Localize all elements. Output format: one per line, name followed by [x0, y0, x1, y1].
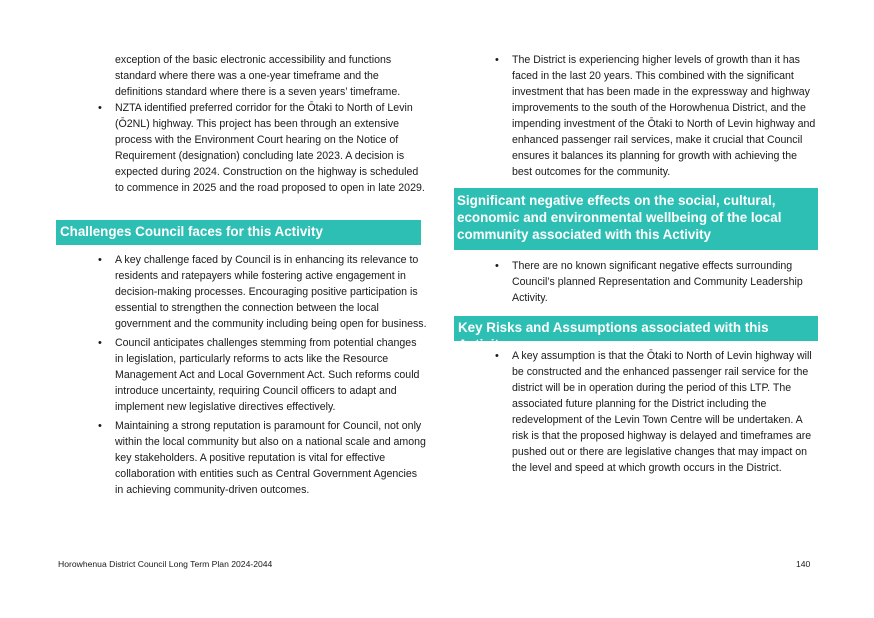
list-item-text: Maintaining a strong reputation is param…: [115, 420, 426, 496]
risks-list: • A key assumption is that the Ōtaki to …: [495, 348, 817, 476]
list-item: • A key challenge faced by Council is in…: [98, 252, 427, 332]
heading-text: Key Risks and Assumptions associated wit…: [458, 320, 769, 352]
bullet-icon: •: [495, 260, 499, 272]
bullet-icon: •: [98, 420, 102, 432]
list-item: • There are no known significant negativ…: [495, 258, 817, 306]
intro-continuation-text: exception of the basic electronic access…: [115, 54, 401, 98]
list-item: • Council anticipates challenges stemmin…: [98, 335, 427, 415]
list-item: • Maintaining a strong reputation is par…: [98, 418, 427, 498]
negative-effects-list: • There are no known significant negativ…: [495, 258, 817, 306]
growth-bullet-list: • The District is experiencing higher le…: [495, 52, 817, 180]
bullet-icon: •: [98, 254, 102, 266]
risks-heading: Key Risks and Assumptions associated wit…: [454, 316, 818, 352]
bullet-icon: •: [495, 350, 499, 362]
challenges-heading: Challenges Council faces for this Activi…: [56, 220, 421, 245]
list-item-text: NZTA identified preferred corridor for t…: [115, 102, 425, 194]
list-item: • A key assumption is that the Ōtaki to …: [495, 348, 817, 476]
footer-document-title: Horowhenua District Council Long Term Pl…: [58, 559, 273, 569]
bullet-icon: •: [495, 54, 499, 66]
list-item-text: A key challenge faced by Council is in e…: [115, 254, 427, 330]
challenges-list: • A key challenge faced by Council is in…: [98, 252, 427, 498]
list-item-text: There are no known significant negative …: [512, 260, 803, 304]
list-item-text: The District is experiencing higher leve…: [512, 54, 816, 178]
negative-effects-heading: Significant negative effects on the soci…: [454, 188, 818, 250]
list-item: • NZTA identified preferred corridor for…: [98, 100, 427, 196]
intro-bullet-list: • NZTA identified preferred corridor for…: [98, 100, 427, 196]
bullet-icon: •: [98, 102, 102, 114]
heading-text: Significant negative effects on the soci…: [457, 193, 782, 242]
heading-text: Challenges Council faces for this Activi…: [60, 224, 323, 239]
list-item-text: Council anticipates challenges stemming …: [115, 337, 420, 413]
bullet-icon: •: [98, 337, 102, 349]
list-item-text: A key assumption is that the Ōtaki to No…: [512, 350, 812, 474]
footer-page-number: 140: [796, 559, 811, 569]
list-item: • The District is experiencing higher le…: [495, 52, 817, 180]
